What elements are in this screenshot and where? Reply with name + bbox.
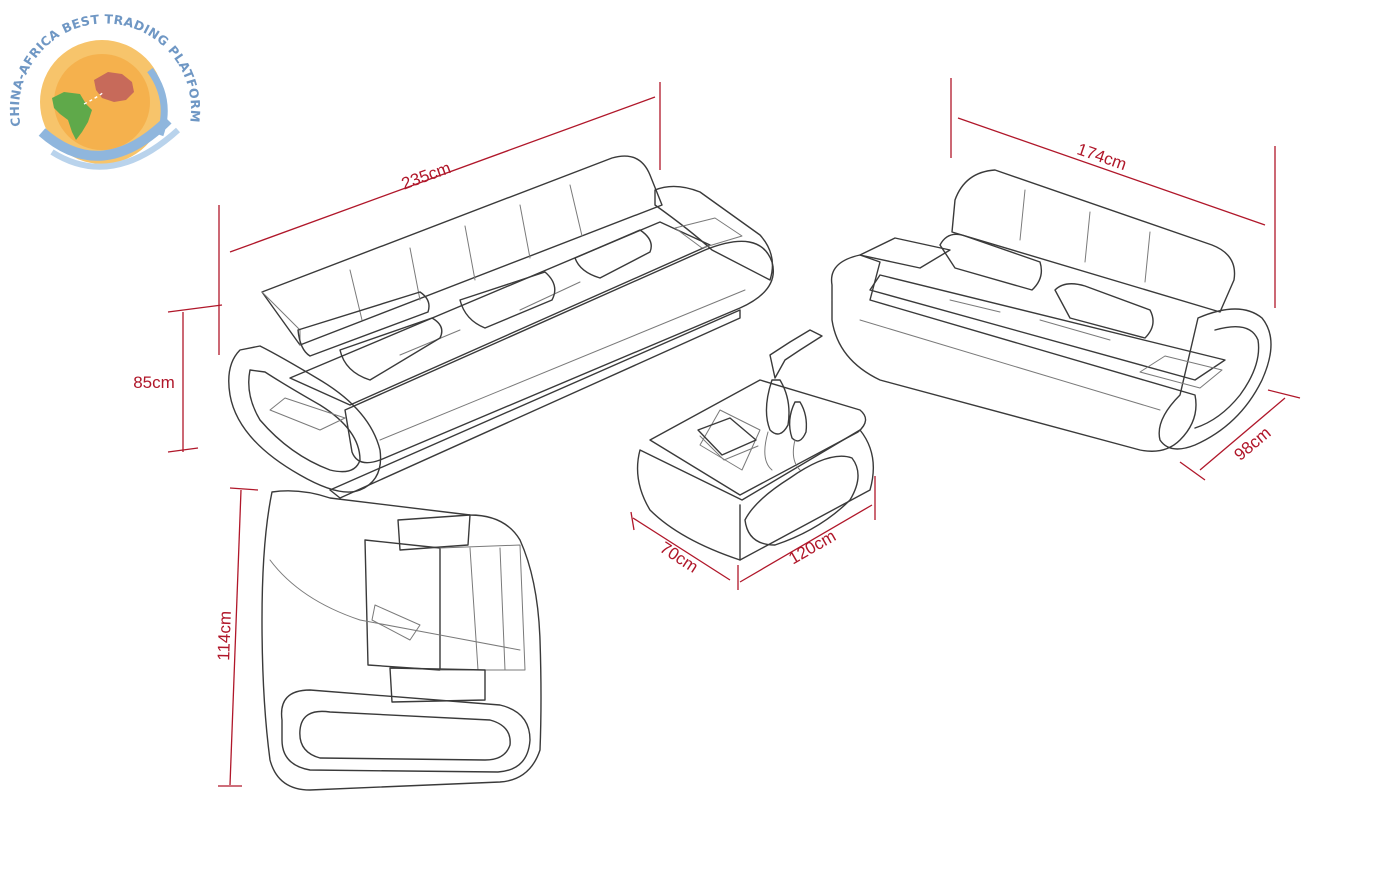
dimension-label-174: 174cm <box>1075 140 1129 175</box>
dimension-label-85: 85cm <box>133 373 175 392</box>
armchair-sketch <box>261 490 542 791</box>
africa-icon <box>52 92 92 140</box>
two-seat-sofa-sketch <box>830 169 1272 452</box>
dimension-lines <box>167 78 1301 787</box>
logo-ring <box>38 116 172 161</box>
coffee-table-sketch <box>636 329 875 561</box>
dimension-label-98: 98cm <box>1230 423 1274 464</box>
dimension-label-70: 70cm <box>656 538 701 577</box>
china-icon <box>94 72 134 102</box>
dimension-label-120: 120cm <box>785 526 839 568</box>
dimension-label-235: 235cm <box>399 158 453 193</box>
three-seat-sofa-sketch <box>228 155 774 499</box>
brand-logo: CHINA-AFRICA BEST TRADING PLATFORM <box>7 11 203 170</box>
dimension-label-114: 114cm <box>214 611 235 661</box>
